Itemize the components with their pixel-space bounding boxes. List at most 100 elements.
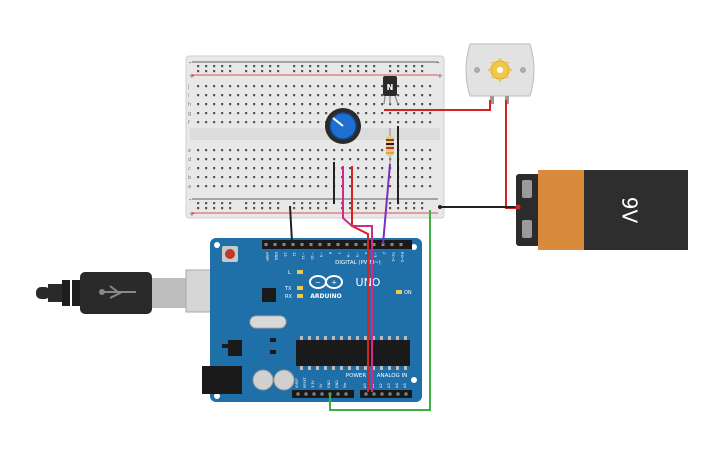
chip-pin [308, 366, 311, 370]
chip-pin [364, 366, 367, 370]
header-pin[interactable] [312, 392, 316, 396]
header-pin[interactable] [336, 392, 340, 396]
chip-pin [324, 336, 327, 340]
wire-green-gnd[interactable] [329, 210, 431, 411]
bb-hole [421, 185, 424, 188]
usb-cable-ridge [72, 280, 80, 306]
bb-hole [333, 85, 336, 88]
bb-hole [229, 149, 232, 152]
pin-label: A4 [395, 383, 399, 388]
bb-hole [373, 112, 376, 115]
header-pin[interactable] [282, 243, 286, 246]
bb-hole [333, 94, 336, 97]
bb-hole [349, 85, 352, 88]
battery-9v[interactable]: 9V [516, 170, 688, 250]
power-jack[interactable] [202, 366, 242, 394]
header-pin[interactable] [345, 243, 349, 246]
header-pin[interactable] [388, 392, 392, 396]
bb-hole [341, 158, 344, 161]
bb-hole [205, 185, 208, 188]
chip-pin [348, 366, 351, 370]
bb-hole [405, 158, 408, 161]
header-pin[interactable] [396, 392, 400, 396]
header-pin[interactable] [304, 392, 308, 396]
bb-hole [205, 103, 208, 106]
header-pin[interactable] [381, 243, 385, 246]
bb-hole [245, 167, 248, 170]
bb-hole [357, 103, 360, 106]
wire-red-motor[interactable] [384, 100, 491, 111]
pin-label: 12 [292, 252, 296, 257]
bb-hole [405, 65, 408, 68]
bb-hole [205, 65, 208, 68]
bb-hole [357, 94, 360, 97]
wire-black-arduino-gnd[interactable] [289, 205, 293, 243]
bb-hole [349, 94, 352, 97]
bb-hole [325, 112, 328, 115]
header-pin[interactable] [364, 392, 368, 396]
bb-hole [381, 176, 384, 179]
bb-hole [269, 207, 272, 210]
bb-hole [373, 167, 376, 170]
wire-magenta-pot[interactable] [342, 166, 373, 392]
header-pin[interactable] [291, 243, 295, 246]
header-pin[interactable] [372, 243, 376, 246]
bb-hole [309, 65, 312, 68]
bb-hole [397, 112, 400, 115]
header-pin[interactable] [273, 243, 277, 246]
potentiometer[interactable] [325, 108, 361, 144]
header-pin[interactable] [327, 243, 331, 246]
bb-hole [429, 167, 432, 170]
header-pin[interactable] [380, 392, 384, 396]
header-pin[interactable] [372, 392, 376, 396]
bb-hole [357, 70, 360, 73]
bb-hole [421, 85, 424, 88]
bb-hole [253, 70, 256, 73]
dc-motor[interactable] [465, 43, 535, 104]
battery-orange-band [538, 170, 584, 250]
header-pin[interactable] [296, 392, 300, 396]
bb-hole [421, 207, 424, 210]
bb-hole [261, 70, 264, 73]
bb-hole [221, 158, 224, 161]
reset-button-cap[interactable] [225, 249, 235, 259]
header-pin[interactable] [390, 243, 394, 246]
header-pin[interactable] [336, 243, 340, 246]
gear-icon [488, 58, 512, 82]
header-pin[interactable] [309, 243, 313, 246]
resistor[interactable] [386, 128, 394, 164]
bb-hole [229, 85, 232, 88]
header-pin[interactable] [363, 243, 367, 246]
rail-minus-label: - [437, 59, 440, 67]
header-pin[interactable] [399, 243, 403, 246]
header-pin[interactable] [318, 243, 322, 246]
bb-hole [413, 85, 416, 88]
bb-hole [245, 149, 248, 152]
voltage-regulator [228, 340, 242, 356]
header-pin[interactable] [354, 243, 358, 246]
bb-hole [253, 176, 256, 179]
chip-pin [404, 366, 407, 370]
chip-pin [300, 366, 303, 370]
header-pin[interactable] [320, 392, 324, 396]
breadboard[interactable]: - + - + - + j i h g f e d c b a [185, 55, 445, 219]
header-pin[interactable] [404, 392, 408, 396]
header-pin[interactable] [344, 392, 348, 396]
npn-transistor[interactable]: N [383, 76, 399, 105]
bb-hole [261, 103, 264, 106]
bb-hole [357, 112, 360, 115]
header-pin[interactable] [264, 243, 268, 246]
bb-hole [205, 207, 208, 210]
bb-hole [397, 103, 400, 106]
wire-purple-pin3[interactable] [382, 163, 391, 245]
bb-hole [349, 158, 352, 161]
mounting-hole [411, 377, 417, 383]
bb-hole [381, 112, 384, 115]
bb-hole [333, 149, 336, 152]
wire-red-pot[interactable] [351, 166, 369, 392]
bb-hole [293, 65, 296, 68]
header-pin[interactable] [300, 243, 304, 246]
transistor-body [383, 76, 397, 96]
bb-hole [357, 185, 360, 188]
